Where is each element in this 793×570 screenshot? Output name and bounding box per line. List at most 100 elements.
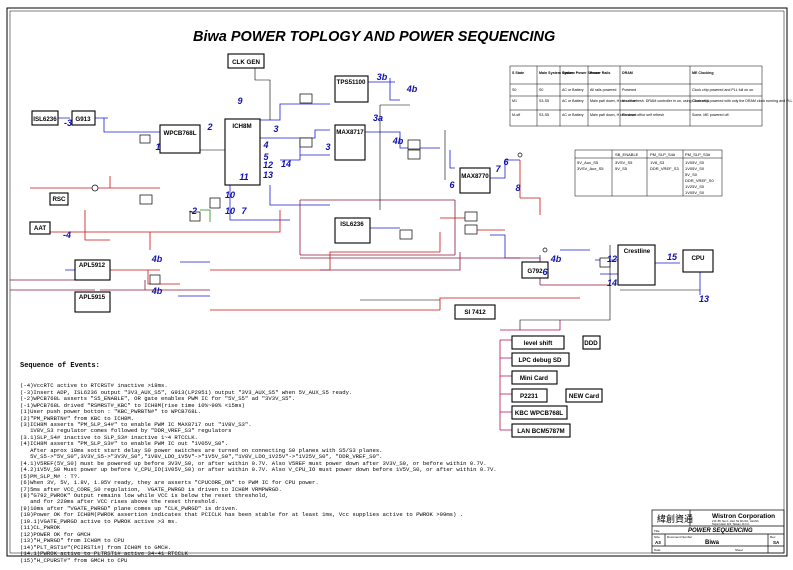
sequence-line: (-1)WPCB768L drived "RSMRST#_KBC" to ICH… — [20, 401, 245, 409]
state-table-header: DRAM — [622, 71, 633, 75]
g792-block — [521, 261, 549, 279]
rsc-block — [49, 192, 69, 206]
sequence-line: (11)CL_PWROK — [20, 524, 61, 532]
sequence-of-events: Sequence of Events: (-4)VccRTC active to… — [20, 350, 630, 570]
label-kbc: KBC WPCB768L — [515, 410, 563, 417]
state-table-cell: M-off — [512, 113, 520, 117]
step-13-ich: 13 — [263, 170, 273, 180]
sequence-line: (6)When 3V, 5V, 1.8V, 1.05V ready, they … — [20, 479, 319, 487]
sequence-line: (15)"H_CPURST#" from GMCH to CPU — [20, 556, 128, 564]
label-g792: G792 — [527, 268, 543, 275]
label-p2231: P2231 — [520, 393, 538, 400]
step-12-ich: 12 — [263, 160, 273, 170]
sequence-line: (5)PM_SLP_M# : T?. — [20, 472, 81, 480]
step-7b: 7 — [241, 206, 247, 216]
step-11: 11 — [239, 172, 248, 182]
label-lpc-debug: LPC debug SD — [519, 357, 562, 364]
step-6a: 6 — [503, 157, 509, 167]
sequence-line: (9)10ms after "VGATE_PWRGD" plane comes … — [20, 504, 239, 512]
step-10b: 10 — [225, 206, 235, 216]
state-table-cell: Main pwll down, H rails down — [590, 113, 636, 117]
apl5912-block — [74, 259, 111, 281]
step-14-crest: 14 — [607, 278, 617, 288]
page-title: Biwa POWER TOPLOGY AND POWER SEQUENCING — [193, 29, 555, 45]
rail-c3-2: 1V05V_S0 — [685, 166, 705, 171]
sequence-line: (7)5ms after VCC_CORE_S0 regulation, VGA… — [20, 485, 282, 493]
label-crestline: Crestline — [624, 248, 651, 255]
max8770-block — [459, 167, 491, 194]
state-table-header: Power Rails — [590, 71, 610, 75]
company-addr-1: 21F, 88, Sec.1, Hsin Tai Wu Rd., Hsichih… — [712, 519, 759, 523]
rail-left-1: 5V_Aux_S5 — [577, 160, 599, 165]
g913-block — [71, 110, 96, 126]
state-table-cell: In self refresh. DRAM controller in on, … — [622, 99, 710, 103]
sequence-line: (-4)VccRTC active to RTCRST# inactive >1… — [20, 382, 168, 390]
sequence-line: (10.1)VGATE_PWRGD active to PWROK active… — [20, 517, 178, 525]
rail-c3-5: 1V25V_S0 — [685, 184, 705, 189]
sheet-label: Sheet — [735, 548, 743, 552]
sequence-line: (-3)Insert ADP, ISL6236 output "3V3_AUX_… — [20, 388, 353, 396]
title-label: Title — [654, 529, 660, 533]
sequence-line: 1V8V_S3 regulator comes followed by "DDR… — [20, 427, 232, 435]
state-table-header: System Power Source — [562, 71, 600, 75]
sequence-line: 5V_S5->"5V_S0",3V3V_S5->"3V3V_S0","1V8V_… — [20, 453, 383, 461]
rail-table — [574, 149, 723, 197]
label-wpcb: WPCB768L — [163, 130, 196, 137]
state-table-cell: S0 — [539, 88, 543, 92]
title-block — [651, 509, 785, 554]
label-si7412: SI 7412 — [464, 309, 486, 316]
label-mini-card: Mini Card — [520, 375, 548, 382]
step-8: 8 — [515, 183, 520, 193]
sequence-line: (1)User push power botton : "KBC_PWRBTN#… — [20, 408, 202, 416]
step-4b-max: 4b — [392, 136, 404, 146]
state-table-cell: Powered off/or self refresh — [622, 113, 664, 117]
label-ich8m: ICH8M — [232, 123, 251, 130]
state-table-cell: Clock chip powered with only the DRAM cl… — [692, 99, 793, 103]
label-max8717: MAX8717 — [336, 129, 364, 136]
state-table-header: S State — [512, 71, 524, 75]
sequence-line: (4.2)1V5V_S0 Must power up before V_CPU_… — [20, 466, 497, 474]
rail-col-head-2: PM_SLP_S4# — [650, 152, 676, 157]
tps51100-block — [334, 75, 369, 103]
company-name: Wistron Corporation — [712, 513, 775, 520]
step-minus-3: -3 — [64, 118, 72, 128]
step-1: 1 — [155, 142, 160, 152]
sequence-line: (14.1)PWROK active to PLTRST1# active 34… — [20, 550, 188, 558]
block-labels: CLK GEN ISL6236 G913 WPCB768L ICH8M TPS5… — [33, 59, 705, 435]
label-rsc: RSC — [52, 196, 66, 203]
doc-size: A3 — [655, 540, 661, 545]
step-9: 9 — [237, 96, 242, 106]
sequence-line: (4)ICH8M asserts "PM_SLP_S3#" to enable … — [20, 440, 229, 448]
doc-title: POWER SEQUENCING — [688, 528, 753, 534]
state-table-cell: Clock chip powered and PLL full on on. — [692, 88, 754, 92]
wpcb-block — [159, 124, 201, 154]
level-shift-block — [511, 335, 565, 350]
state-table — [509, 65, 763, 127]
sequence-line: (4.1)V5REF(5V_S0) must be powered up bef… — [20, 459, 487, 467]
lpc-debug-block — [511, 352, 570, 367]
rail-c3-1: 1V05V_S0 — [685, 160, 705, 165]
rail-c2-2: DDR_VREF_S3 — [650, 166, 679, 171]
sequence-line: (3.1)SLP_S4# inactive to SLP_S3# inactiv… — [20, 433, 198, 441]
step-12-crest: 12 — [607, 254, 617, 264]
title-block-text: 緯創資通 Wistron Corporation 21F, 88, Sec.1,… — [654, 513, 780, 552]
label-isl6236-top: ISL6236 — [33, 116, 57, 123]
label-ddd: DDD — [584, 340, 598, 347]
label-g913: G913 — [75, 116, 91, 123]
step-4b-apl1: 4b — [151, 254, 163, 264]
step-3-max: 3 — [325, 142, 330, 152]
label-lan: LAN BCM5787M — [517, 428, 564, 435]
step-10a: 10 — [225, 190, 235, 200]
lan-block — [511, 423, 571, 438]
step-minus-2: -2 — [189, 206, 197, 216]
clk-gen-block — [227, 53, 265, 69]
crestline-block — [617, 244, 656, 286]
kbc-block — [511, 405, 568, 420]
rail-left-2: 3VSV_Aux_S5 — [577, 166, 604, 171]
state-table-cell: S0 — [512, 88, 516, 92]
step-14-ich: 14 — [281, 159, 291, 169]
si7412-block — [454, 304, 496, 320]
step-13-cpu: 13 — [699, 294, 709, 304]
blocks — [29, 53, 714, 438]
